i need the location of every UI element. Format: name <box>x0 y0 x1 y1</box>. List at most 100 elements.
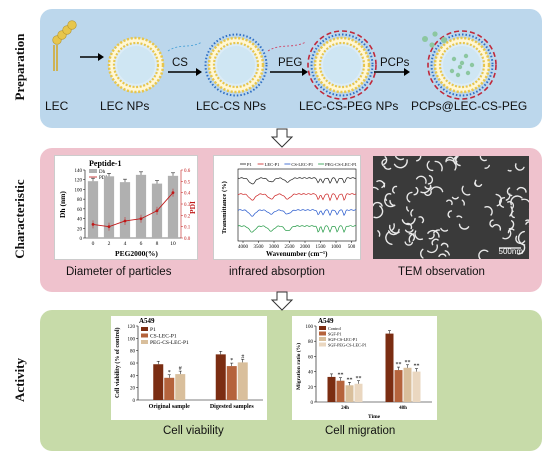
viability-significance-marker: * <box>230 358 233 364</box>
dls-left-tick-label: 0 <box>80 237 83 242</box>
tem-particle <box>474 179 478 187</box>
tem-particle <box>498 196 506 208</box>
section-label-preparation: Preparation <box>12 33 27 101</box>
pcps-lec-cs-peg-vesicle <box>427 30 497 100</box>
viability-y-tick-label: 0 <box>133 399 136 404</box>
ir-spectrum-line <box>237 209 357 217</box>
migration-significance-marker: ** <box>414 364 420 370</box>
viability-legend-swatch <box>141 327 148 331</box>
migration-y-tick-label: 0 <box>311 401 314 406</box>
viability-legend-label: PEG-CS-LEC-P1 <box>150 340 189 346</box>
viability-y-tick-label: 20 <box>130 387 136 392</box>
cell-migration-chart: A549 ControlSGF-P1SGF-CS-LEC-P1SGF-PEG-C… <box>295 317 432 420</box>
arrow-pcps <box>374 68 410 76</box>
migration-legend-swatch <box>319 331 326 336</box>
migration-y-tick-label: 40 <box>308 371 314 376</box>
viability-bar <box>237 362 248 400</box>
tem-particle <box>506 187 513 197</box>
dls-bar <box>167 175 179 238</box>
dls-legend-swatch-dh <box>89 169 97 173</box>
dls-right-tick-label: 0.2 <box>184 214 191 219</box>
ir-x-tick-label: 2500 <box>285 245 296 250</box>
tem-particle <box>455 156 461 167</box>
migration-xlabel: Time <box>368 414 381 420</box>
migration-significance-marker: ** <box>405 360 411 366</box>
tem-particle <box>479 156 487 162</box>
label-lec-nps: LEC NPs <box>100 99 150 113</box>
tem-particle <box>392 185 398 194</box>
viability-legend-swatch <box>141 340 148 344</box>
tem-particle <box>420 184 432 194</box>
tem-particle <box>525 221 529 225</box>
tem-particle <box>451 196 459 200</box>
tem-particle <box>401 217 416 226</box>
migration-bar <box>336 380 345 402</box>
tem-particle <box>456 215 463 219</box>
dls-x-tick-label: 10 <box>170 241 176 247</box>
dls-pdi-line <box>92 192 174 228</box>
tem-particle <box>404 241 414 246</box>
tem-particle <box>390 223 395 232</box>
migration-y-tick-label: 100 <box>306 325 314 330</box>
viability-bar <box>226 366 237 400</box>
tem-particle <box>414 230 424 241</box>
dls-left-tick-label: 60 <box>77 208 83 213</box>
migration-bar <box>394 370 403 402</box>
ir-x-tick-label: 1000 <box>331 245 342 250</box>
viability-significance-marker: * <box>168 370 171 376</box>
dls-x-tick-label: 6 <box>140 241 143 247</box>
tem-particle <box>446 199 453 206</box>
tem-particle <box>427 229 440 238</box>
tem-particle <box>376 180 386 188</box>
migration-bar <box>412 371 421 402</box>
dls-right-tick-label: 0.1 <box>184 226 191 231</box>
caption-infrared: infrared absorption <box>229 266 325 278</box>
ir-spectrum-line <box>237 177 357 185</box>
tem-particle <box>444 250 450 256</box>
arrow-peg <box>270 68 308 76</box>
viability-y-tick-label: 60 <box>130 362 136 367</box>
migration-legend-label: Control <box>328 326 342 331</box>
viability-legend-label: CS-LEC-P1 <box>150 334 177 340</box>
tem-particle <box>415 175 427 184</box>
tem-particle <box>406 191 413 203</box>
migration-legend-label: SGF-CS-LEC-P1 <box>328 337 357 342</box>
ir-x-tick-label: 3500 <box>254 245 265 250</box>
tem-particle <box>373 201 383 207</box>
viability-bar <box>175 374 186 400</box>
dls-pdi-point <box>123 219 127 223</box>
label-lec-cs-peg-nps: LEC-CS-PEG NPs <box>299 99 399 113</box>
ir-spectrum-line <box>237 193 357 202</box>
tem-particle <box>525 219 529 228</box>
tem-particle <box>427 175 434 185</box>
tem-particle <box>440 242 449 248</box>
migration-y-tick-label: 60 <box>308 355 314 360</box>
viability-legend-swatch <box>141 333 148 338</box>
ir-x-tick-label: 500 <box>348 245 356 250</box>
tem-particle <box>384 197 396 208</box>
ir-x-tick-label: 4000 <box>238 245 249 250</box>
dls-right-tick-label: 0.0 <box>184 237 191 242</box>
label-lec-cs-nps: LEC-CS NPs <box>196 99 267 113</box>
tem-particle <box>434 160 443 172</box>
lec-cs-np-vesicle <box>204 33 268 97</box>
tem-particle <box>461 199 465 206</box>
caption-tem: TEM observation <box>398 266 485 278</box>
tem-particle <box>508 220 515 230</box>
dls-right-tick-label: 0.5 <box>184 180 191 185</box>
step-label-peg: PEG <box>278 57 303 69</box>
migration-legend-swatch <box>319 337 326 341</box>
viability-y-tick-label: 100 <box>128 337 136 342</box>
tem-particle <box>410 209 414 217</box>
section-label-characteristic: Characteristic <box>12 179 27 259</box>
migration-group-label: 24h <box>341 406 349 411</box>
ir-x-tick-label: 3000 <box>269 245 280 250</box>
tem-particle <box>433 229 440 234</box>
dls-ylabel-right: PDI <box>188 201 197 214</box>
tem-particle <box>507 228 515 234</box>
migration-bar <box>403 367 412 402</box>
